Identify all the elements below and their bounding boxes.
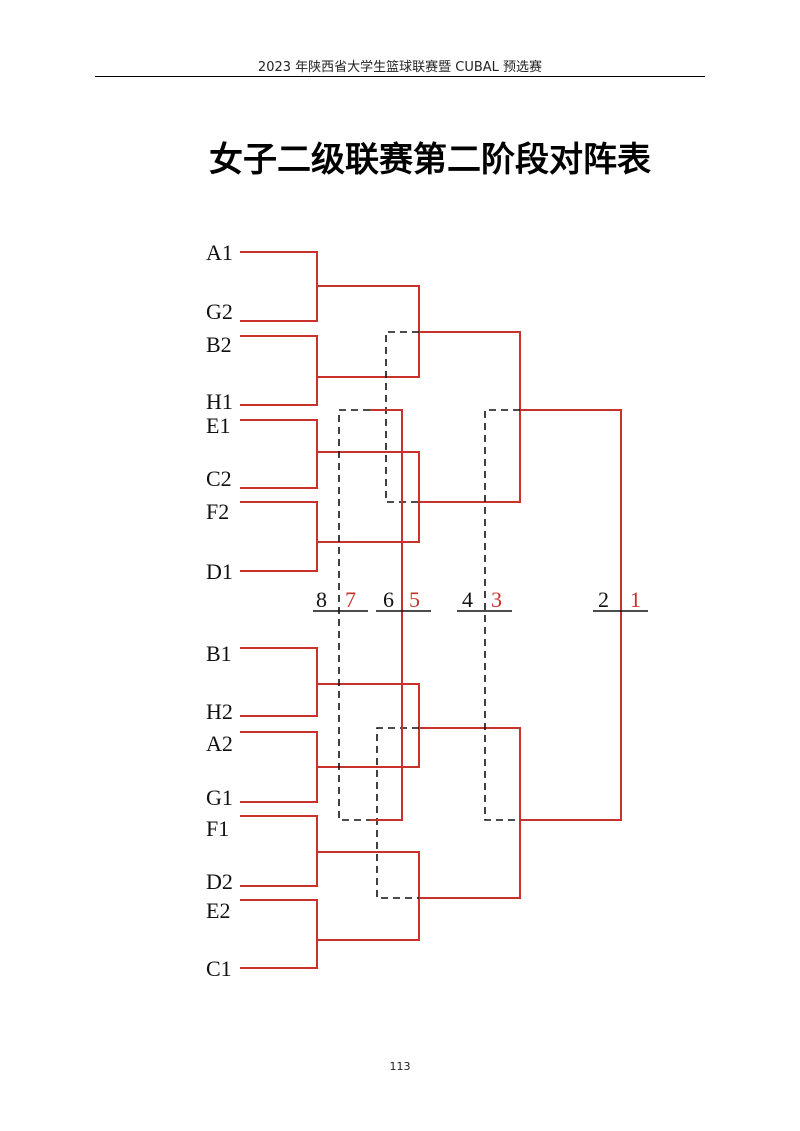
team-label: G1 xyxy=(206,785,233,810)
team-label: G2 xyxy=(206,299,233,324)
match-line-a2-g1 xyxy=(240,731,318,803)
bracket-bottom-round2 xyxy=(317,683,420,941)
team-label: B2 xyxy=(206,332,232,357)
team-labels-top: A1 G2 B2 H1 E1 C2 F2 D1 xyxy=(206,240,233,584)
rank-label-2: 2 xyxy=(598,587,609,612)
team-labels-bottom: B1 H2 A2 G1 F1 D2 E2 C1 xyxy=(206,641,233,981)
team-label: B1 xyxy=(206,641,232,666)
header-title: 2023 年陕西省大学生篮球联赛暨 CUBAL 预选赛 xyxy=(257,60,543,75)
match-line-f1-d2 xyxy=(240,815,318,887)
line-5-6-winner xyxy=(370,409,403,821)
bracket-bottom-round3 xyxy=(376,727,521,899)
winner-line-bottom-q2 xyxy=(317,851,420,941)
match-line-b2-h1 xyxy=(240,335,318,406)
team-label: F1 xyxy=(206,816,229,841)
team-label: A2 xyxy=(206,731,233,756)
match-line-e1-c2 xyxy=(240,419,318,489)
team-label: F2 xyxy=(206,499,229,524)
rank-label-3: 3 xyxy=(491,587,502,612)
bracket-top-round2 xyxy=(317,285,420,543)
team-label: A1 xyxy=(206,240,233,265)
match-line-b1-h2 xyxy=(240,647,318,717)
rank-label-7: 7 xyxy=(345,587,356,612)
match-line-f2-d1 xyxy=(240,501,318,572)
final-line xyxy=(520,409,622,821)
team-label: D1 xyxy=(206,559,233,584)
page-title: 女子二级联赛第二阶段对阵表 xyxy=(209,140,651,180)
placement-5-8 xyxy=(338,409,403,821)
line-7-8-loser xyxy=(338,409,370,821)
winner-line-top-q2 xyxy=(317,451,420,543)
header-rule xyxy=(95,76,705,77)
winner-line-bottom-semi xyxy=(419,727,521,899)
winner-line-bottom-q1 xyxy=(317,683,420,768)
rank-label-4: 4 xyxy=(462,587,473,612)
team-label: E1 xyxy=(206,413,230,438)
third-place-line xyxy=(484,409,520,821)
rank-label-1: 1 xyxy=(630,587,641,612)
loser-line-bottom-semi xyxy=(376,727,419,899)
team-label: H2 xyxy=(206,699,233,724)
team-label: D2 xyxy=(206,869,233,894)
team-label: C1 xyxy=(206,956,232,981)
team-label: E2 xyxy=(206,898,230,923)
bracket-top-round1 xyxy=(240,251,318,572)
bracket-top-round3 xyxy=(385,331,521,503)
rank-label-5: 5 xyxy=(409,587,420,612)
placement-final xyxy=(484,409,622,821)
team-label: H1 xyxy=(206,389,233,414)
bracket-bottom-round1 xyxy=(240,647,318,969)
match-line-a1-g2 xyxy=(240,251,318,322)
rank-labels: 8 7 6 5 4 3 2 1 xyxy=(316,587,641,612)
page-number: 113 xyxy=(389,1060,411,1073)
team-label: C2 xyxy=(206,466,232,491)
winner-line-top-semi xyxy=(419,331,521,503)
match-line-e2-c1 xyxy=(240,899,318,969)
rank-label-8: 8 xyxy=(316,587,327,612)
rank-label-6: 6 xyxy=(383,587,394,612)
